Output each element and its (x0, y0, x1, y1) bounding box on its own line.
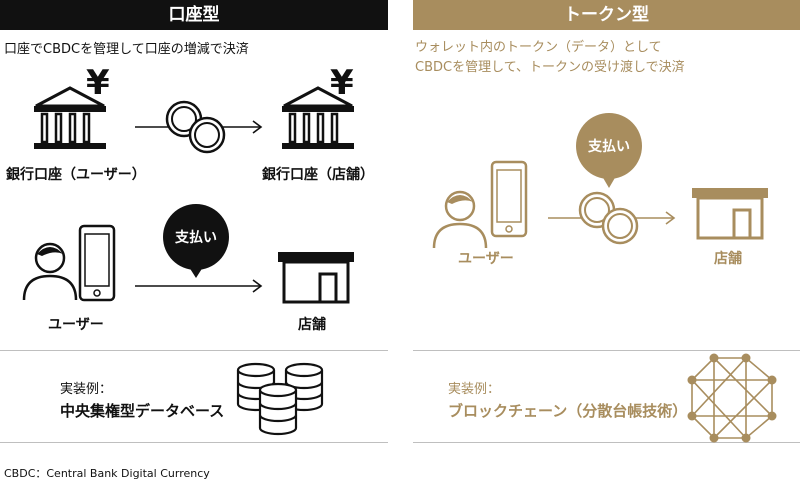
speech-bubble-icon (576, 113, 642, 188)
bank-account-store-label: 銀行口座（店舗） (262, 167, 374, 183)
impl-label: 実装例： (448, 382, 501, 397)
user-label: ユーザー (458, 251, 514, 267)
payment-bubble-text: 支払い (588, 139, 630, 155)
divider (0, 442, 388, 443)
store-icon (278, 252, 354, 304)
person-icon (22, 242, 78, 301)
person-icon (432, 190, 488, 249)
smartphone-icon (78, 224, 116, 302)
divider (413, 442, 800, 443)
store-label: 店舗 (298, 317, 326, 333)
token-type-description: ウォレット内のトークン（データ）として CBDCを管理して、トークンの受け渡しで… (415, 38, 685, 78)
impl-value: ブロックチェーン（分散台帳技術） (448, 402, 688, 420)
store-icon (692, 188, 768, 240)
user-label: ユーザー (48, 317, 104, 333)
account-type-header: 口座型 (0, 0, 388, 30)
divider (0, 350, 388, 351)
database-icon (236, 362, 324, 436)
account-type-description: 口座でCBDCを管理して口座の増減で決済 (4, 42, 249, 57)
network-icon (687, 353, 777, 443)
coins-icon (548, 191, 676, 245)
divider (413, 350, 800, 351)
yen-icon: ¥ (86, 63, 110, 103)
bank-icon (282, 86, 354, 149)
speech-bubble-icon (163, 204, 229, 278)
bank-icon (34, 86, 106, 149)
token-type-header: トークン型 (413, 0, 800, 30)
payment-bubble-text: 支払い (175, 230, 217, 246)
impl-value: 中央集権型データベース (60, 402, 225, 420)
token-type-description-line1: ウォレット内のトークン（データ）として (415, 40, 662, 55)
coins-icon (135, 100, 263, 154)
impl-label: 実装例： (60, 382, 113, 397)
token-type-description-line2: CBDCを管理して、トークンの受け渡しで決済 (415, 60, 685, 75)
store-label: 店舗 (714, 251, 742, 267)
bank-account-user-label: 銀行口座（ユーザー） (6, 167, 146, 183)
arrow-icon (135, 279, 263, 293)
yen-icon: ¥ (330, 63, 354, 103)
smartphone-icon (490, 160, 528, 238)
footnote: CBDC：Central Bank Digital Currency (4, 467, 210, 480)
